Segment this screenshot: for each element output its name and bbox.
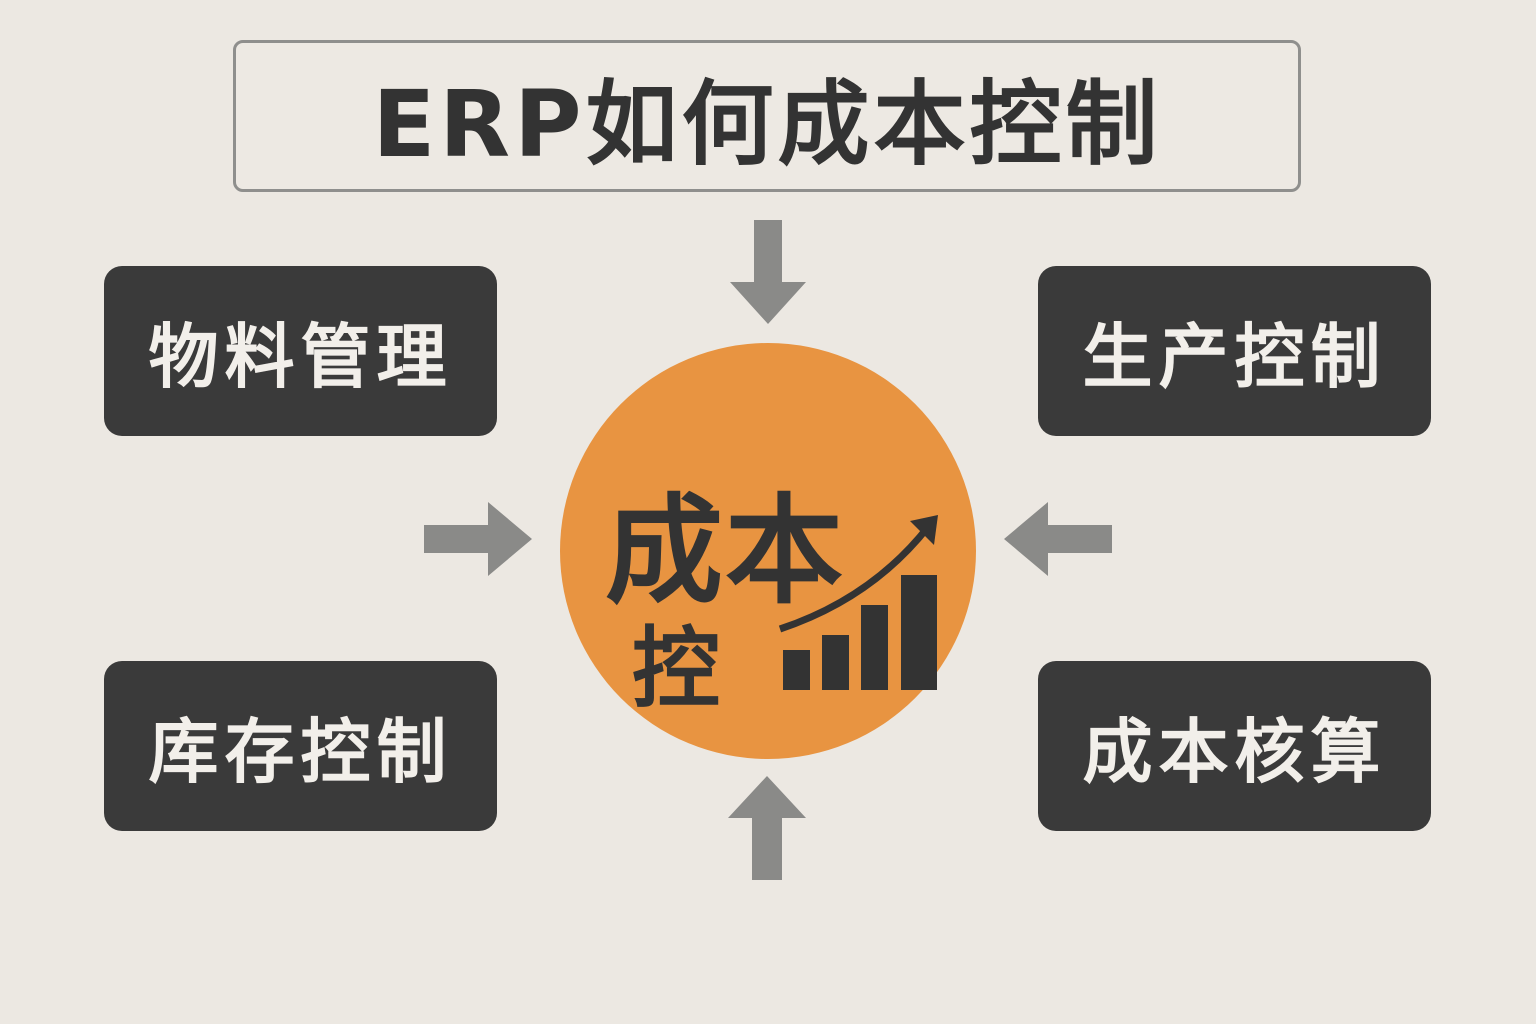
center-subtitle: 控 [632,617,721,720]
module-label: 成本核算 [1082,710,1387,793]
growth-chart-icon [778,515,938,690]
module-production-control: 生产控制 [1038,266,1431,436]
module-label: 库存控制 [148,710,453,793]
center-title: 成本 [605,482,846,620]
module-inventory-control: 库存控制 [104,661,497,831]
module-material-management: 物料管理 [104,266,497,436]
module-label: 生产控制 [1082,315,1387,398]
arrow-left-icon [1004,502,1112,576]
arrow-down-icon [730,220,806,324]
arrow-right-icon [424,502,532,576]
module-label: 物料管理 [148,315,453,398]
title-box: ERP如何成本控制 [233,40,1301,192]
arrow-up-icon [728,776,806,880]
module-cost-accounting: 成本核算 [1038,661,1431,831]
diagram-title: ERP如何成本控制 [372,70,1162,178]
